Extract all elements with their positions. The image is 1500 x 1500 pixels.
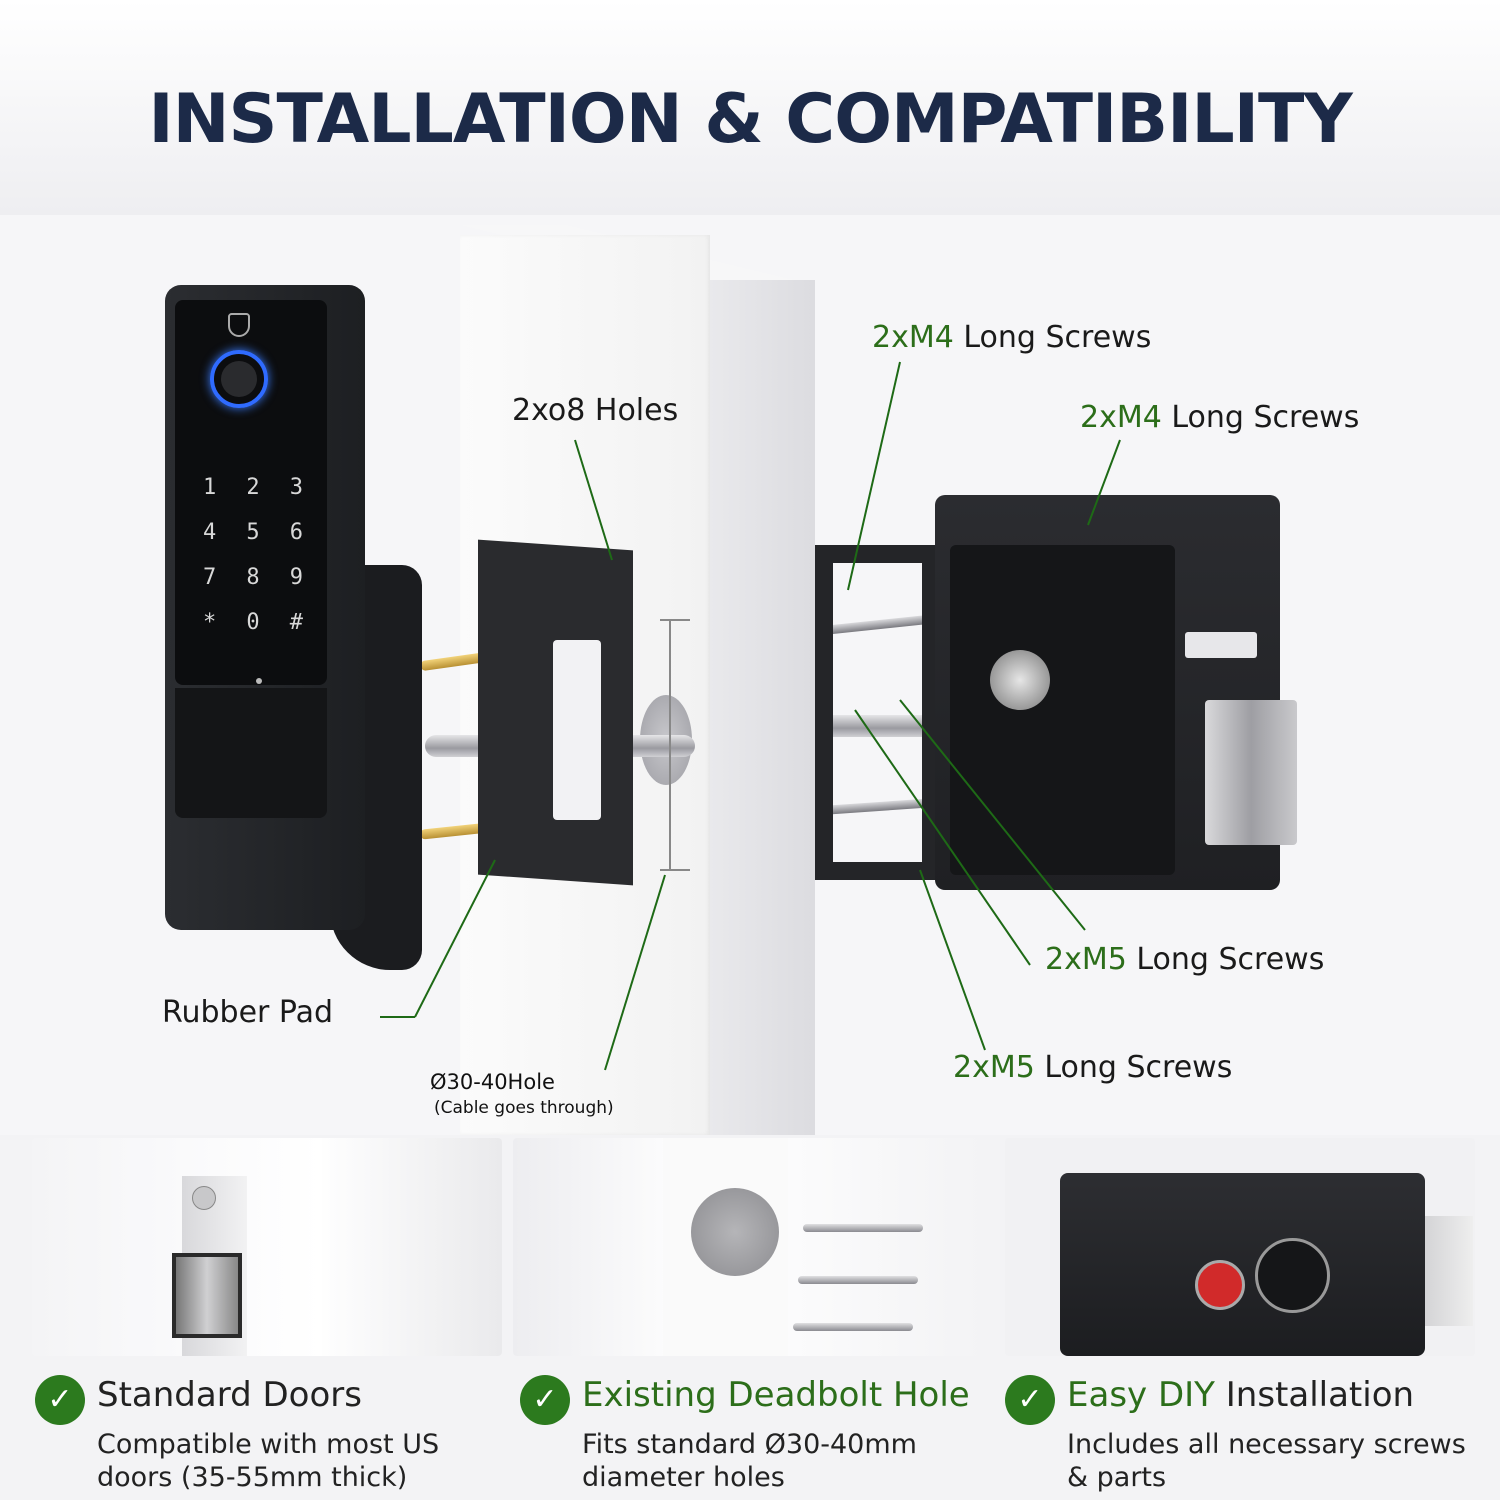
- keypad-key: 1: [203, 475, 217, 500]
- mounting-plate-cutout: [553, 640, 601, 820]
- callout-m4-upper: 2xM4 Long Screws: [872, 320, 1151, 355]
- callout-holes: 2xo8 Holes: [512, 393, 679, 428]
- feature-title: Easy DIY Installation: [1067, 1375, 1414, 1416]
- callout-m4-lower-text: Long Screws: [1161, 400, 1360, 435]
- check-icon: ✓: [35, 1375, 85, 1425]
- latch-bolt: [172, 1253, 242, 1338]
- panel-easy-install: [1005, 1138, 1475, 1356]
- panel-deadbolt-hole: [513, 1138, 983, 1356]
- feature-description: Compatible with most US doors (35-55mm t…: [97, 1429, 440, 1493]
- feature-description: Includes all necessary screws & parts: [1067, 1429, 1466, 1493]
- feature-title-green: Easy DIY: [1067, 1375, 1215, 1415]
- feature-title: Standard Doors: [97, 1375, 362, 1416]
- screw-illustration-2: [798, 1276, 918, 1284]
- door-edge: [710, 280, 815, 1135]
- frame-plate: [815, 545, 940, 880]
- check-icon: ✓: [520, 1375, 570, 1425]
- lock-latch-window: [1185, 632, 1257, 658]
- keypad-key: 0: [246, 610, 260, 635]
- keypad-key: 5: [246, 520, 260, 545]
- lock-box-illustration: [1060, 1173, 1425, 1356]
- screw-illustration-3: [793, 1323, 913, 1331]
- feature-title-rest: Installation: [1214, 1375, 1415, 1415]
- callout-m5-lower: 2xM5 Long Screws: [953, 1050, 1232, 1085]
- callout-m5-upper: 2xM5 Long Screws: [1045, 942, 1324, 977]
- callout-rubber-pad: Rubber Pad: [162, 995, 334, 1030]
- lock-cylinder: [990, 650, 1050, 710]
- screw-head: [192, 1186, 216, 1210]
- keypad-lower-panel: [175, 688, 327, 818]
- keypad-led: [256, 678, 262, 684]
- check-icon: ✓: [1005, 1375, 1055, 1425]
- feature-title: Existing Deadbolt Hole: [582, 1375, 970, 1416]
- thumb-turn: [1255, 1238, 1330, 1313]
- deadbolt-hole: [691, 1188, 779, 1276]
- keypad-key: 2: [246, 475, 260, 500]
- keypad-grid: 1 2 3 4 5 6 7 8 9 * 0 #: [188, 475, 318, 635]
- fingerprint-sensor: [221, 361, 257, 397]
- keypad-key: 9: [289, 565, 303, 590]
- feature-description: Fits standard Ø30-40mm diameter holes: [582, 1429, 917, 1493]
- feature-title-green: Existing Deadbolt Hole: [582, 1375, 970, 1415]
- callout-m5-upper-size: 2xM5: [1045, 942, 1127, 977]
- callout-m5-lower-text: Long Screws: [1034, 1050, 1233, 1085]
- panel-standard-door: [32, 1138, 502, 1356]
- deadbolt: [1205, 700, 1297, 845]
- brand-logo-icon: [228, 313, 250, 337]
- keypad-key: 6: [289, 520, 303, 545]
- keypad-key: 3: [289, 475, 303, 500]
- feature-title-dark: Standard Doors: [97, 1375, 362, 1415]
- callout-m4-upper-text: Long Screws: [953, 320, 1152, 355]
- keypad-key: *: [203, 610, 217, 635]
- page-title: INSTALLATION & COMPATIBILITY: [148, 80, 1352, 159]
- callout-m5-lower-size: 2xM5: [953, 1050, 1035, 1085]
- red-button-icon: [1195, 1260, 1245, 1310]
- callout-hole-title: Ø30-40Hole: [430, 1070, 555, 1094]
- screw-illustration-1: [803, 1224, 923, 1232]
- header-band: [0, 0, 1500, 215]
- fingerprint-icon: [210, 350, 268, 408]
- keypad-key: 8: [246, 565, 260, 590]
- keypad-key: 4: [203, 520, 217, 545]
- callout-m5-upper-text: Long Screws: [1126, 942, 1325, 977]
- keypad-key: #: [289, 610, 303, 635]
- callout-m4-lower-size: 2xM4: [1080, 400, 1162, 435]
- keypad-key: 7: [203, 565, 217, 590]
- callout-m4-lower: 2xM4 Long Screws: [1080, 400, 1359, 435]
- callout-m4-upper-size: 2xM4: [872, 320, 954, 355]
- lock-mechanism: [950, 545, 1175, 875]
- bolt-illustration: [1425, 1216, 1473, 1326]
- callout-hole-subtitle: (Cable goes through): [434, 1098, 614, 1118]
